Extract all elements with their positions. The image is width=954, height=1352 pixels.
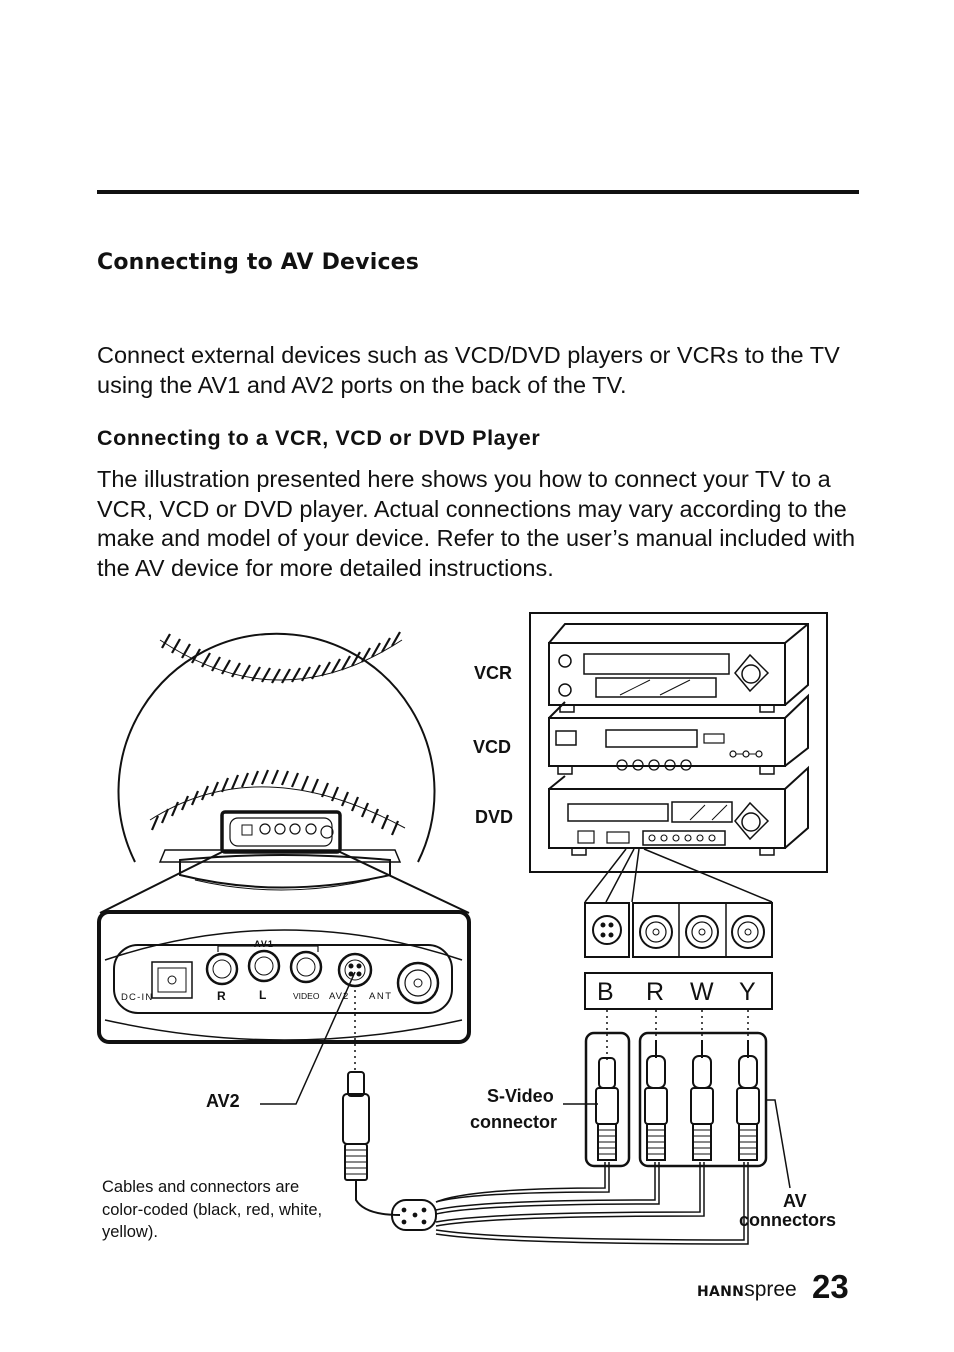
device-stack bbox=[529, 612, 828, 873]
body-paragraph: The illustration presented here shows yo… bbox=[97, 466, 856, 581]
av1-port-label: AV1 bbox=[254, 939, 274, 949]
av2-port-label: AV2 bbox=[329, 991, 350, 1002]
svideo-callout-line2: connector bbox=[470, 1112, 558, 1132]
svideo-callout-line1: S-Video bbox=[487, 1086, 554, 1106]
vcd-label: VCD bbox=[473, 737, 512, 757]
dvd-label: DVD bbox=[475, 807, 514, 827]
av2-callout: AV2 bbox=[206, 1091, 240, 1111]
tv-sphere bbox=[99, 631, 470, 914]
color-letter-red: R bbox=[646, 978, 665, 1006]
brand-bold: HANN bbox=[697, 1284, 745, 1300]
color-code-note: Cables and connectors are color-coded (b… bbox=[102, 1178, 323, 1241]
subsection-title: Connecting to a VCR, VCD or DVD Player bbox=[97, 426, 541, 450]
dc-in-label: DC-IN bbox=[121, 992, 154, 1003]
l-port-label: L bbox=[259, 988, 267, 1002]
color-letter-black: B bbox=[597, 978, 614, 1006]
av-connectors-callout-line1: AV bbox=[783, 1191, 807, 1211]
brand-logo: HANNspree bbox=[697, 1278, 797, 1302]
connector-plugs bbox=[584, 1031, 768, 1168]
back-panel-magnified bbox=[97, 910, 471, 1044]
color-letter-yellow: Y bbox=[739, 978, 756, 1006]
video-port-label: VIDEO bbox=[293, 991, 320, 1001]
section-title: Connecting to AV Devices bbox=[97, 250, 420, 275]
cable-splitter bbox=[391, 1162, 749, 1245]
page-number: 23 bbox=[812, 1268, 849, 1305]
svideo-plug bbox=[342, 1071, 401, 1216]
device-jack-strip bbox=[584, 902, 773, 1010]
ant-port-label: ANT bbox=[369, 991, 393, 1002]
r-port-label: R bbox=[217, 989, 226, 1003]
color-letter-white: W bbox=[690, 978, 714, 1006]
intro-paragraph: Connect external devices such as VCD/DVD… bbox=[97, 342, 840, 398]
brand-light: spree bbox=[744, 1278, 797, 1301]
vcr-label: VCR bbox=[474, 663, 513, 683]
header-rule bbox=[97, 190, 859, 194]
av-connectors-callout-line2: connectors bbox=[739, 1210, 837, 1230]
